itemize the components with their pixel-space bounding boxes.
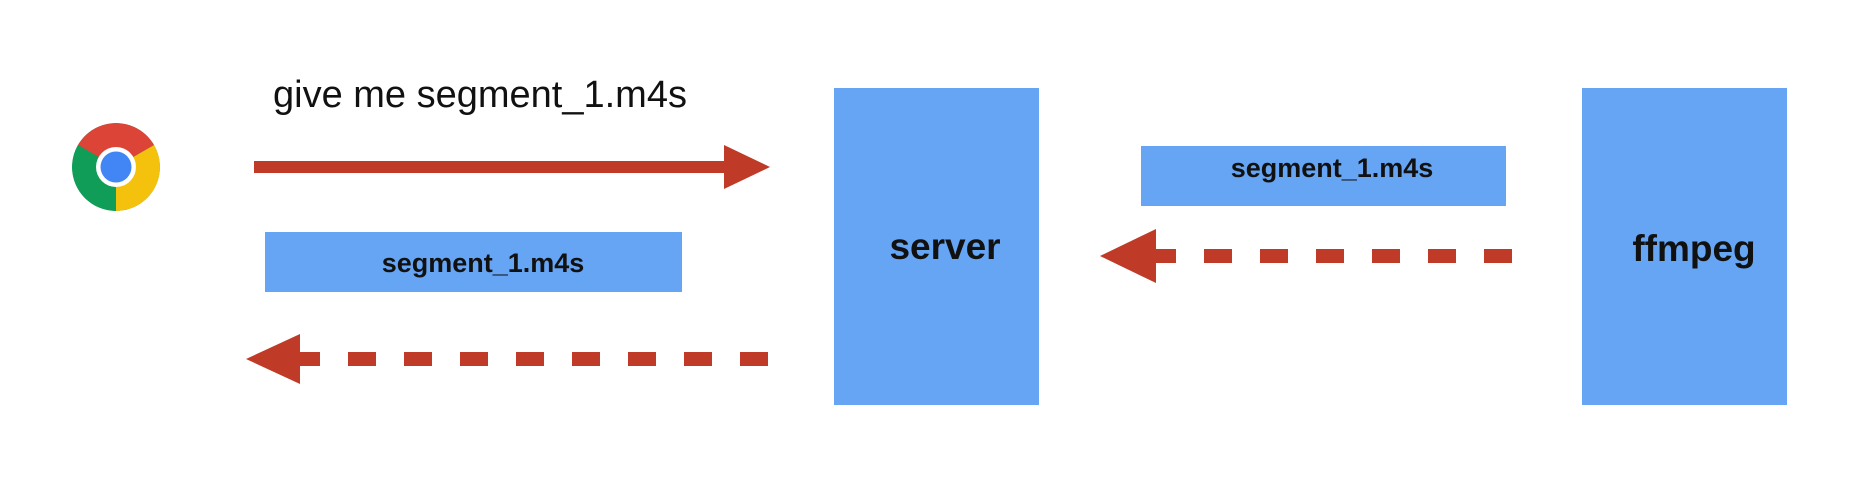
ffmpeg-label: ffmpeg [1632, 228, 1755, 269]
ffmpeg-segment-label: segment_1.m4s [1231, 153, 1434, 183]
chrome-logo-icon [72, 123, 160, 211]
ffmpeg-segment-box [1141, 146, 1506, 206]
request-arrow-head [724, 145, 770, 189]
response-arrow-to-client-head [246, 334, 300, 384]
response-arrow-to-server [1100, 229, 1512, 283]
ffmpeg-box [1582, 88, 1787, 405]
request-arrow [254, 145, 770, 189]
server-box [834, 88, 1039, 405]
client-segment-label: segment_1.m4s [382, 248, 585, 278]
response-arrow-to-server-head [1100, 229, 1156, 283]
response-arrow-to-client [246, 334, 768, 384]
client-segment-box [265, 232, 682, 292]
chrome-logo-red-segment [77, 123, 155, 167]
request-label: give me segment_1.m4s [273, 74, 687, 116]
chrome-logo-center [100, 151, 132, 183]
server-label: server [889, 226, 1000, 267]
